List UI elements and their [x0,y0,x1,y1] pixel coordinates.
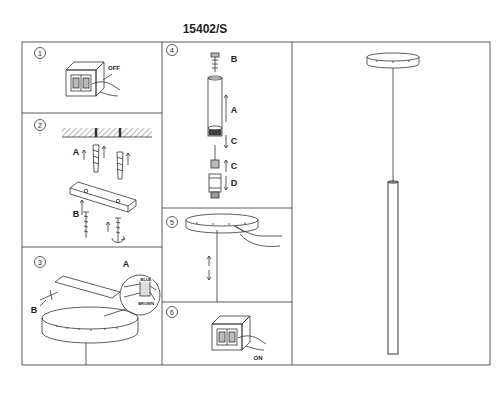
step-number: 2 [37,122,43,129]
part-letter: A [72,148,81,157]
part-letter: A [230,106,239,115]
wire-color: BROWN [137,302,155,306]
part-letter: D [230,179,239,188]
switch-state: OFF [107,65,121,71]
part-letter: B [230,55,239,64]
step-number: 4 [169,47,175,54]
wire-color: BLUE [140,278,153,282]
step-number: 5 [169,219,175,226]
step-number: 6 [169,309,175,316]
step-number: 1 [37,50,43,57]
step-number: 3 [37,259,43,266]
switch-state: ON [253,355,264,361]
part-letter: C [230,137,239,146]
part-letter: C [230,162,239,171]
part-letter: A [122,260,131,269]
model-title: 15402/S [183,22,228,36]
part-letter: B [30,306,39,315]
part-letter: B [72,210,81,219]
